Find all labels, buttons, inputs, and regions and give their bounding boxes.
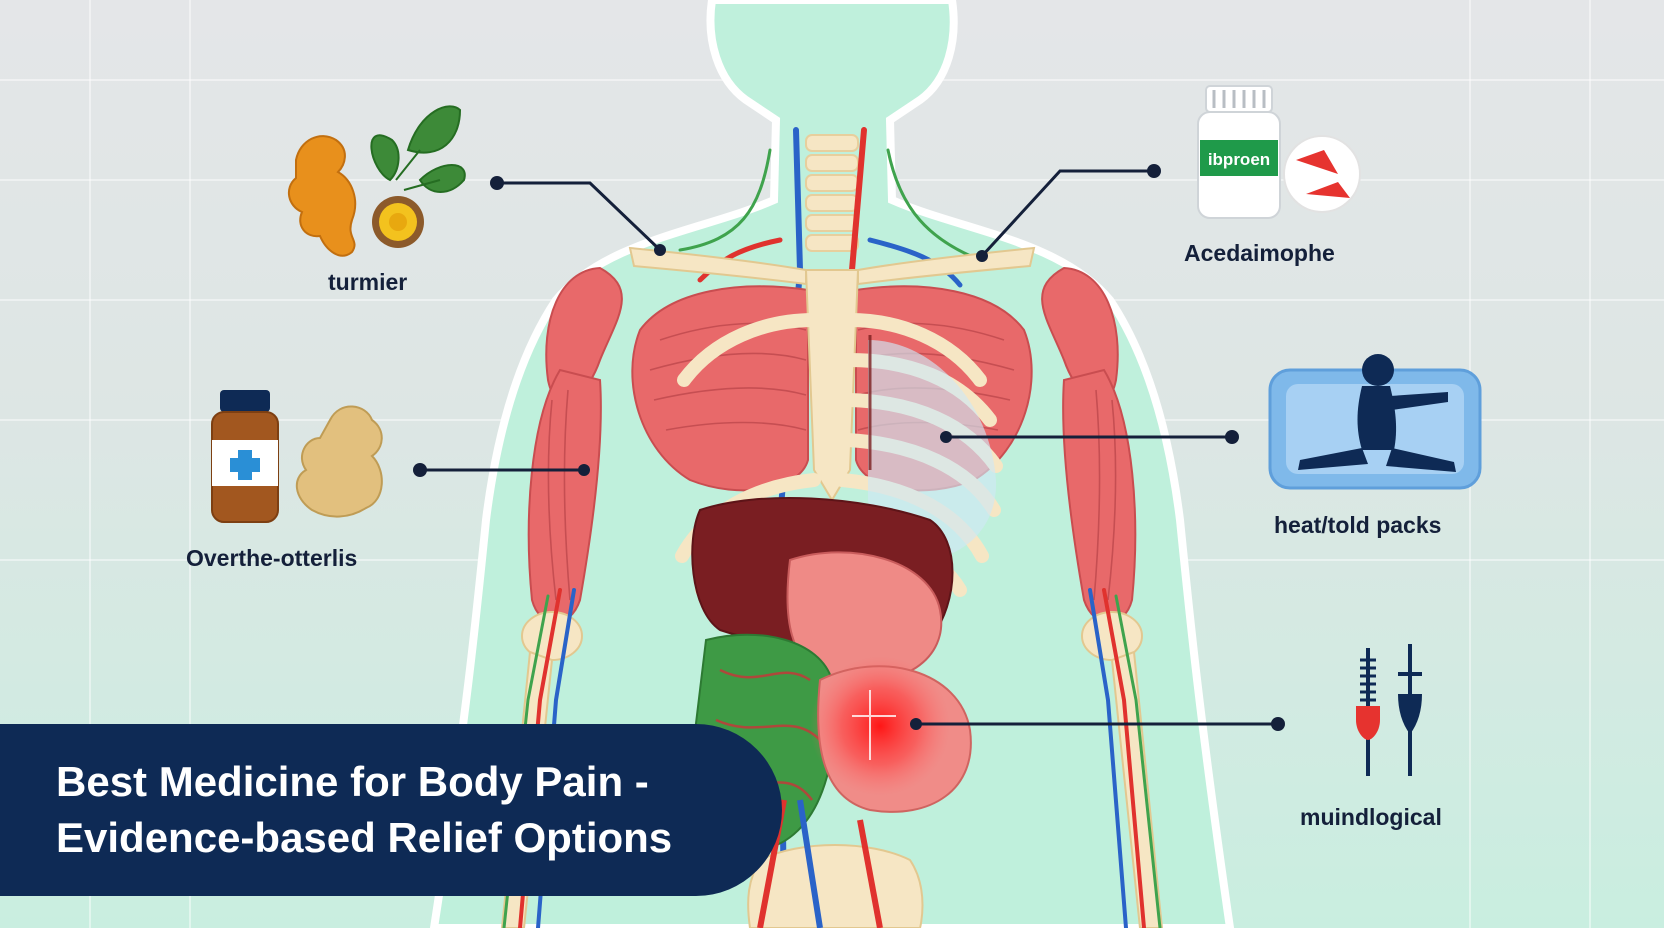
leaves-icon (370, 105, 466, 248)
title-line-1: Best Medicine for Body Pain - (56, 758, 649, 805)
pill-icon (1283, 135, 1361, 213)
medicine-bottle-icon (211, 390, 279, 523)
callout-neuro: muindlogical (1300, 804, 1442, 830)
ibuprofen-bottle-icon (1197, 85, 1281, 219)
shoulder-muscles (545, 266, 1119, 403)
turmeric-root-icon (287, 135, 357, 257)
callout-acetaminophen: Acedaimophe (1184, 240, 1335, 266)
callout-otc: Overthe-otterlis (186, 545, 358, 571)
ginger-root-icon (296, 405, 383, 518)
sternum (804, 269, 860, 502)
title-banner: Best Medicine for Body Pain - Evidence-b… (0, 724, 782, 896)
ibuprofen-bottle-label: ibproen (1208, 150, 1270, 169)
acupuncture-needles-icon (1356, 644, 1422, 776)
lung (868, 340, 997, 560)
callout-turmeric: turmier (328, 269, 408, 295)
leader-lines (420, 169, 1278, 726)
cervical-spine (805, 134, 859, 252)
pain-hotspot (810, 656, 950, 796)
callout-heat-cold: heat/told packs (1274, 512, 1442, 538)
stretching-person-icon (1298, 354, 1456, 472)
title-line-2: Evidence-based Relief Options (56, 814, 673, 861)
